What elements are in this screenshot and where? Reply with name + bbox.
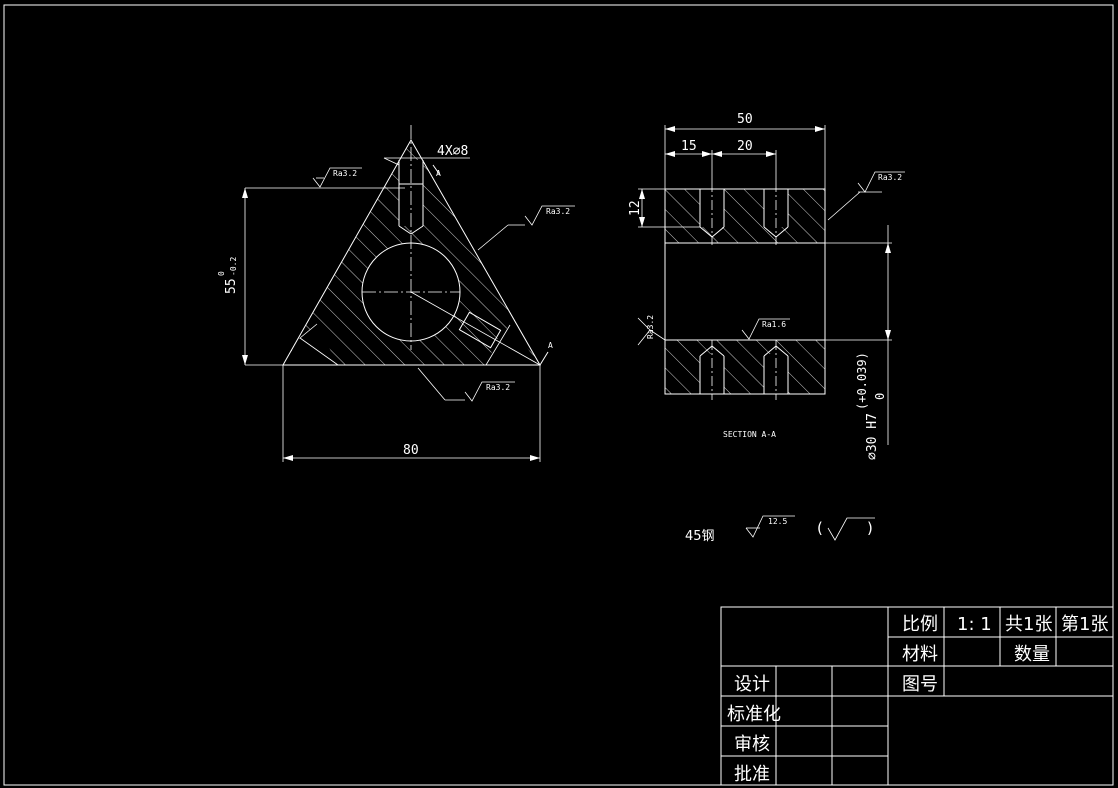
bracket-roughness-symbol: ( ) bbox=[817, 517, 875, 541]
svg-text:Ra3.2: Ra3.2 bbox=[546, 207, 570, 216]
section-caption: SECTION A-A bbox=[723, 430, 776, 439]
section-view: 50 15 20 12 ⌀30 H7 (+0.039) 0 Ra3.2 bbox=[628, 112, 905, 460]
svg-text:Ra3.2: Ra3.2 bbox=[486, 383, 510, 392]
height-tol-lower: -0.2 bbox=[229, 257, 238, 276]
scale-value: 1: 1 bbox=[957, 614, 992, 635]
svg-text:): ) bbox=[867, 519, 873, 537]
height-tol-upper: 0 bbox=[217, 271, 226, 276]
bore-dimension: ⌀30 H7 bbox=[865, 413, 880, 460]
drawing-border bbox=[3, 4, 1114, 786]
hole-callout: 4X⌀8 bbox=[437, 144, 468, 159]
standardization-label: 标准化 bbox=[727, 704, 781, 725]
material-label: 材料 bbox=[902, 644, 938, 665]
svg-text:Ra3.2: Ra3.2 bbox=[333, 169, 357, 178]
svg-text:Ra3.2: Ra3.2 bbox=[646, 315, 655, 339]
roughness-symbol-top: Ra3.2 bbox=[312, 167, 362, 188]
section-roughness-inner: Ra1.6 bbox=[741, 318, 790, 340]
section-roughness-top: Ra3.2 bbox=[827, 171, 905, 221]
roughness-symbol-bottom: Ra3.2 bbox=[417, 367, 515, 402]
title-block: 比例 1: 1 共1张 第1张 材料 数量 图号 设计 标准化 审核 批准 bbox=[720, 606, 1114, 786]
designer-label: 设计 bbox=[734, 674, 770, 695]
height-dimension: 55 bbox=[224, 278, 239, 294]
svg-text:12.5: 12.5 bbox=[768, 517, 787, 526]
section-mark-top: A bbox=[436, 169, 441, 178]
bore-tol-lower: 0 bbox=[873, 393, 887, 400]
svg-text:(: ( bbox=[817, 519, 823, 537]
triangle-outline bbox=[282, 138, 541, 366]
quantity-label: 数量 bbox=[1014, 644, 1050, 665]
material-note: 45钢 bbox=[685, 529, 715, 544]
dim-50: 50 bbox=[737, 112, 753, 127]
front-view: A A 4X⌀8 55 0 -0.2 80 Ra3.2 Ra bbox=[217, 125, 575, 462]
svg-text:Ra3.2: Ra3.2 bbox=[878, 173, 902, 182]
dim-15: 15 bbox=[681, 139, 697, 154]
sheet-number: 第1张 bbox=[1061, 614, 1108, 635]
bore-tol-upper: (+0.039) bbox=[855, 352, 869, 410]
drawing-no-label: 图号 bbox=[902, 674, 938, 695]
reviewer-label: 审核 bbox=[734, 734, 770, 755]
svg-text:Ra1.6: Ra1.6 bbox=[762, 320, 786, 329]
sheets-total: 共1张 bbox=[1005, 614, 1052, 635]
dim-20: 20 bbox=[737, 139, 753, 154]
roughness-symbol-right: Ra3.2 bbox=[477, 205, 575, 251]
scale-label: 比例 bbox=[902, 614, 938, 635]
section-mark-corner: A bbox=[548, 341, 553, 350]
approver-label: 批准 bbox=[734, 764, 770, 785]
section-outline bbox=[664, 188, 826, 395]
width-dimension: 80 bbox=[403, 443, 419, 458]
section-roughness-left: Ra3.2 bbox=[637, 315, 666, 346]
general-roughness-symbol: 12.5 bbox=[745, 515, 795, 538]
dim-12: 12 bbox=[628, 200, 643, 216]
